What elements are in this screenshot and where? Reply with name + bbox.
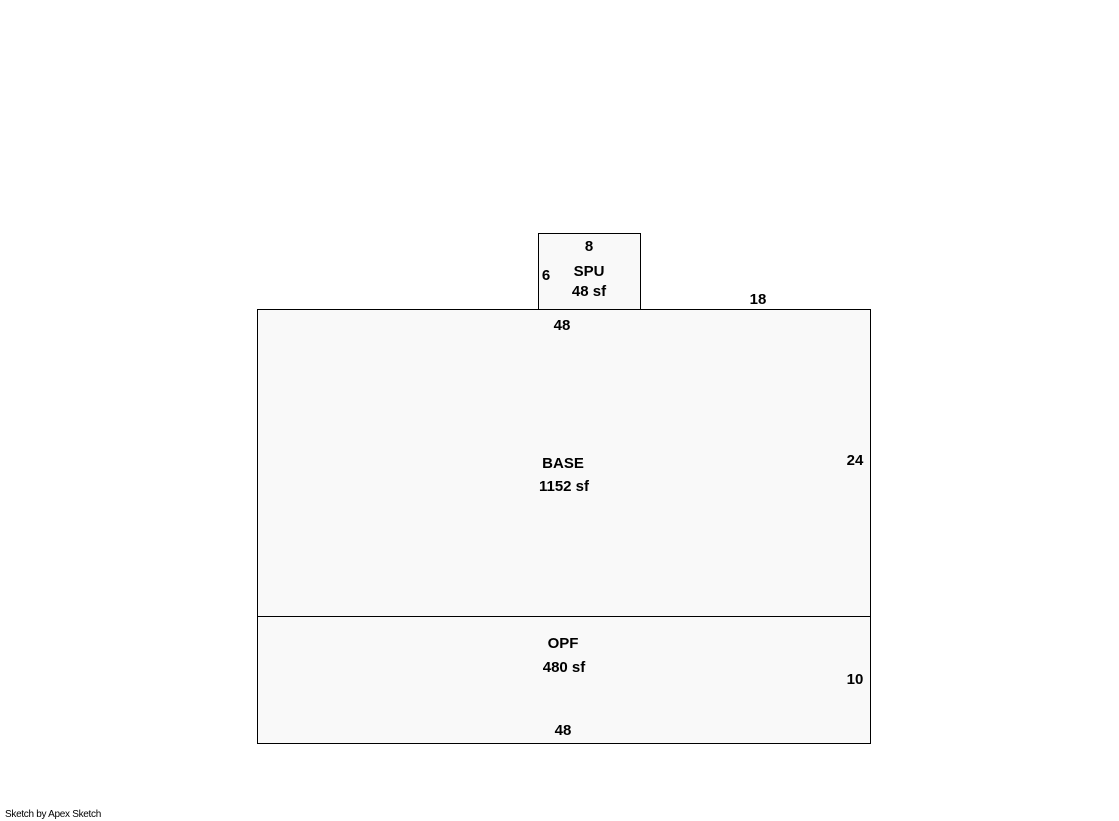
spu-area-rect[interactable] bbox=[538, 233, 641, 310]
base-area-rect[interactable] bbox=[257, 309, 871, 617]
spu-dim-top: 8 bbox=[584, 238, 594, 255]
spu-dim-left: 6 bbox=[541, 267, 551, 284]
base-area-size: 1152 sf bbox=[538, 478, 590, 495]
spu-area-name: SPU bbox=[573, 263, 605, 280]
opf-dim-right: 10 bbox=[846, 671, 864, 688]
spu-area-size: 48 sf bbox=[571, 283, 607, 300]
base-dim-top: 48 bbox=[553, 317, 571, 334]
base-area-name: BASE bbox=[542, 455, 584, 472]
footer-credit: Sketch by Apex Sketch bbox=[5, 809, 101, 820]
opf-area-size: 480 sf bbox=[542, 659, 586, 676]
opf-area-rect[interactable] bbox=[257, 616, 871, 744]
opf-area-name: OPF bbox=[547, 635, 579, 652]
opf-dim-bottom: 48 bbox=[554, 722, 572, 739]
base-dim-right: 24 bbox=[846, 452, 864, 469]
base-dim-top-right: 18 bbox=[749, 291, 767, 308]
